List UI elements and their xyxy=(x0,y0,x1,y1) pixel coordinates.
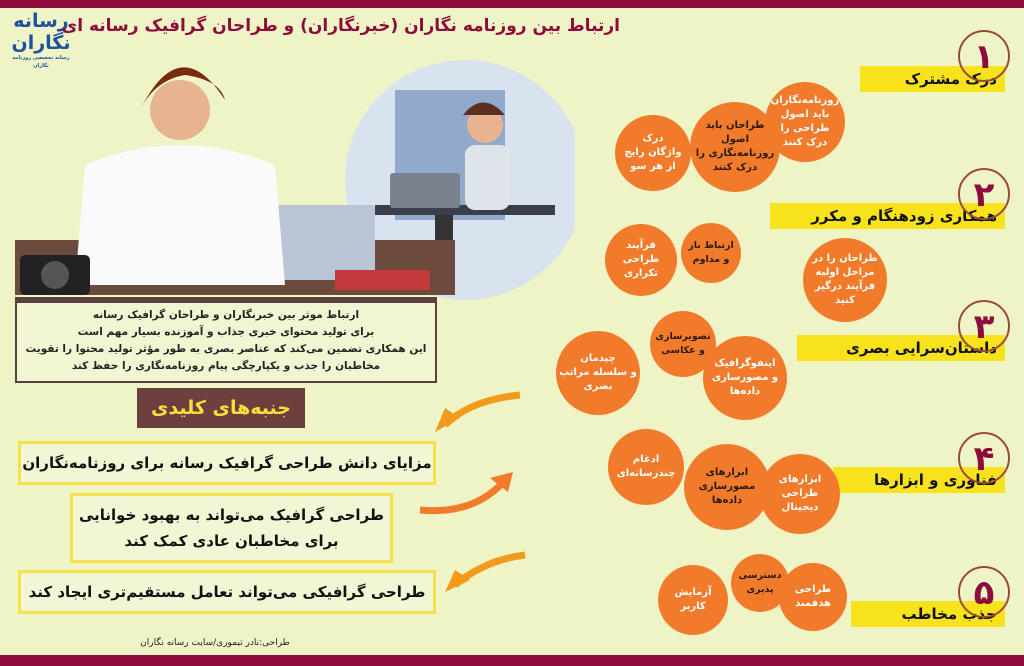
bubble: تصویرسازی و عکاسی xyxy=(650,311,716,377)
bubble: ابزارهای طراحی دیجیتال xyxy=(760,454,840,534)
illustration xyxy=(15,60,575,300)
bubble: چیدمان و سلسله مراتب بصری xyxy=(556,331,640,415)
section-number-1: ۱ xyxy=(958,30,1010,82)
bubble: آزمایش کاربر xyxy=(658,565,728,635)
bubble: اینفوگرافیک و مصورسازی داده‌ها xyxy=(703,336,787,420)
credit: طراحی:نادر تیموری/سایت رسانه نگاران xyxy=(140,638,290,648)
section-number-3: ۳ xyxy=(958,300,1010,352)
key-aspect-1: مزایای دانش طراحی گرافیک رسانه برای روزن… xyxy=(18,441,436,485)
arrow-head xyxy=(445,570,470,592)
section-number-2: ۲ xyxy=(958,168,1010,220)
laptop-right xyxy=(390,173,460,208)
bubble: طراحی هدفمند xyxy=(779,563,847,631)
section-title-4: فناوری و ابزارها xyxy=(833,467,1005,493)
woman-body xyxy=(75,145,285,285)
intro-line: ارتباط موثر بین خبرنگاران و طراحان گرافی… xyxy=(92,309,360,321)
intro-text-box: ارتباط موثر بین خبرنگاران و طراحان گرافی… xyxy=(15,297,437,383)
section-number-4: ۴ xyxy=(958,432,1010,484)
woman-head xyxy=(150,80,210,140)
arrow-curve xyxy=(442,391,521,428)
books xyxy=(335,270,430,290)
bubble: دسترسی پذیری xyxy=(731,554,789,612)
bottom-bar xyxy=(0,655,1024,666)
intro-line: این همکاری تضمین می‌کند که عناصر بصری به… xyxy=(25,343,427,355)
section-number-5: ۵ xyxy=(958,566,1010,618)
logo-tagline: رسانه تخصصی روزنامه نگاران xyxy=(12,55,70,69)
intro-line: برای تولید محتوای خبری جذاب و آموزنده بس… xyxy=(77,326,375,338)
bubble: ادغام چندرسانه‌ای xyxy=(608,429,684,505)
arrow-curve xyxy=(419,477,508,515)
page-title: ارتباط بین روزنامه نگاران (خبرنگاران) و … xyxy=(61,16,620,36)
key-aspects-heading: جنبه‌های کلیدی xyxy=(137,388,305,428)
man-body xyxy=(465,145,510,210)
bubble: ابزارهای مصورسازی داده‌ها xyxy=(684,444,770,530)
arrows xyxy=(419,391,526,592)
desk-right xyxy=(375,205,555,215)
bubble: فرآیند طراحی تکراری xyxy=(605,224,677,296)
logo-text: رسانه نگاران xyxy=(11,10,71,54)
arrow-head xyxy=(490,472,513,492)
intro-line: مخاطبان را جذب و یکپارچگی پیام روزنامه‌ن… xyxy=(71,360,381,372)
bubble: ارتباط باز و مداوم xyxy=(681,223,741,283)
man-head xyxy=(467,107,503,143)
bubble: طراحان را در مراحل اولیه فرآیند درگیر کن… xyxy=(803,238,887,322)
key-aspect-2: طراحی گرافیک می‌تواند به بهبود خوانایی ب… xyxy=(70,493,393,563)
bubble: درک واژگان رایج از هر سو xyxy=(615,115,691,191)
key-aspect-3: طراحی گرافیکی می‌تواند تعامل مستقیم‌تری … xyxy=(18,570,436,614)
top-bar xyxy=(0,0,1024,8)
bubble: طراحان باید اصول روزنامه‌نگاری را درک کن… xyxy=(690,102,780,192)
arrow-head xyxy=(435,408,460,432)
